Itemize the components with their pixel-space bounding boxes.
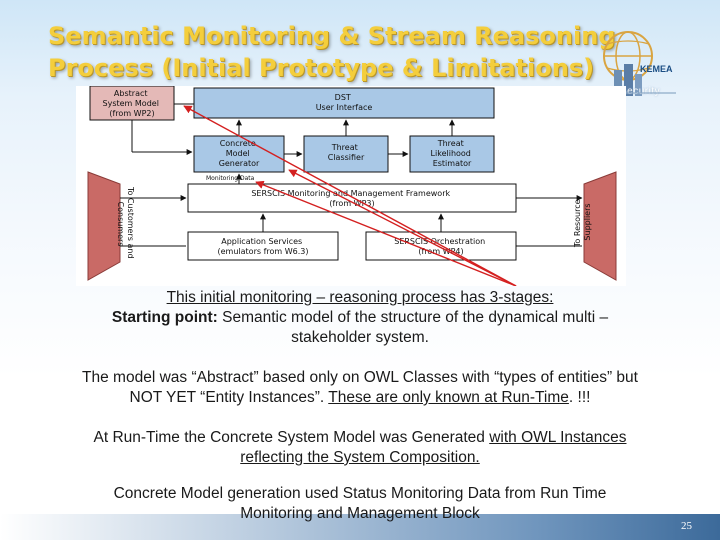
- slide-title: Semantic Monitoring & Stream Reasoning P…: [48, 20, 616, 84]
- owl-instances-note: with OWL Instances: [489, 429, 627, 446]
- stage-annotation-arrows: [183, 105, 517, 286]
- dst-ui-label: DST User Interface: [316, 93, 373, 112]
- runtime-line-1: At Run-Time the Concrete System Model wa…: [10, 428, 710, 448]
- customers-label: To Customers and Consumers: [116, 186, 135, 261]
- monitoring-data-label: Monitoring Data: [206, 175, 255, 182]
- threat-classifier-box: [303, 135, 389, 173]
- suppliers-label: To Resource Suppliers: [573, 197, 592, 248]
- footer-bar: [0, 514, 720, 540]
- customers-trapezoid: [87, 171, 121, 281]
- abstract-model-text-a: NOT YET “Entity Instances”.: [129, 389, 329, 406]
- runtime-note: These are only known at Run-Time: [328, 389, 569, 406]
- starting-point-cont: stakeholder system.: [291, 329, 429, 346]
- starting-point-line: Starting point: Semantic model of the st…: [30, 308, 690, 328]
- paragraph-abstract-model: The model was “Abstract” based only on O…: [0, 368, 720, 408]
- stages-intro: This initial monitoring – reasoning proc…: [166, 289, 554, 306]
- page-number: 25: [681, 520, 692, 532]
- application-services-label: Application Services (emulators from W6.…: [218, 237, 309, 256]
- runtime-line-2: reflecting the System Composition.: [240, 449, 480, 466]
- title-line-1: Semantic Monitoring & Stream Reasoning: [48, 22, 616, 50]
- runtime-text-a: At Run-Time the Concrete System Model wa…: [93, 429, 490, 446]
- threat-likelihood-box: [409, 135, 495, 173]
- suppliers-trapezoid: [583, 171, 617, 281]
- kemea-globe-logo: [603, 31, 653, 96]
- abstract-system-model-label: Abstract System Model (from WP2): [103, 89, 162, 118]
- serscis-framework-label: SERSCIS Monitoring and Management Framew…: [251, 189, 452, 208]
- architecture-diagram: To Customers and Consumers To Resource S…: [76, 86, 626, 286]
- serscis-orchestration-label: SERSCIS Orchestration (from WP4): [394, 237, 488, 256]
- logo-text: KEMEA: [640, 64, 673, 74]
- dst-ui-box: [193, 87, 495, 119]
- starting-point-label: Starting point:: [111, 309, 218, 326]
- abstract-system-model-box: [89, 86, 175, 121]
- generation-line-2: Monitoring and Management Block: [240, 505, 480, 522]
- abstract-model-text-b: . !!!: [568, 389, 591, 406]
- concrete-model-generator-label: Concrete Model Generator: [219, 139, 260, 168]
- threat-classifier-label: Threat Classifier: [328, 143, 365, 162]
- paragraph-generation: Concrete Model generation used Status Mo…: [20, 484, 700, 524]
- abstract-model-line-1: The model was “Abstract” based only on O…: [82, 369, 638, 386]
- abstract-model-line-2: NOT YET “Entity Instances”. These are on…: [0, 388, 720, 408]
- generation-line-1: Concrete Model generation used Status Mo…: [113, 485, 607, 502]
- diagram-connectors: [120, 103, 583, 247]
- starting-point-text: Semantic model of the structure of the d…: [217, 309, 609, 326]
- title-line-2: Process (Initial Prototype & Limitations…: [48, 54, 595, 82]
- serscis-framework-box: [187, 183, 517, 213]
- paragraph-stages: This initial monitoring – reasoning proc…: [30, 288, 690, 348]
- paragraph-runtime: At Run-Time the Concrete System Model wa…: [10, 428, 710, 468]
- logo-subtitle: Security: [620, 86, 660, 97]
- threat-likelihood-label: Threat Likelihood Estimator: [431, 139, 474, 168]
